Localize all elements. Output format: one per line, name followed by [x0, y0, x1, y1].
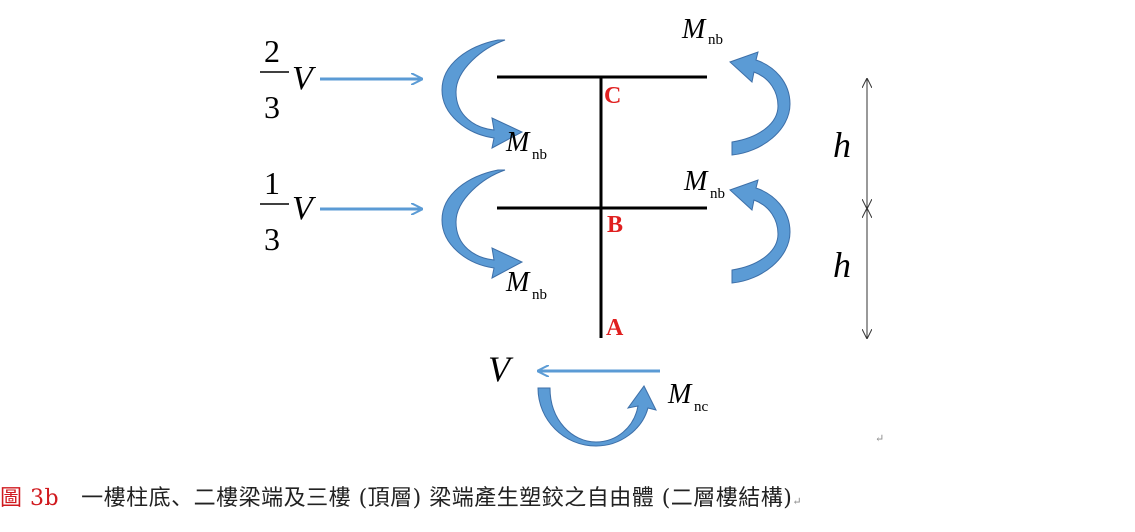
figure-caption-text: 一樓柱底、二樓梁端及三樓 (頂層) 梁端產生塑鉸之自由體 (二層樓結構)	[81, 486, 793, 511]
moment-label-middle-left: M nb	[505, 267, 547, 303]
force-middle-numerator: 1	[264, 165, 280, 201]
paragraph-mark: ↵	[875, 433, 884, 445]
node-label-b: B	[607, 212, 623, 238]
moment-symbol: M	[667, 379, 693, 410]
free-body-diagram: C B A 2 3 V 1 3 V V M nb M	[260, 14, 884, 447]
force-middle-denominator: 3	[264, 221, 280, 257]
frame	[497, 75, 707, 338]
moment-arrow-left-middle	[441, 169, 524, 279]
moment-label-base: M nc	[667, 379, 709, 415]
moment-arrow-base	[537, 385, 657, 447]
moment-subscript: nb	[532, 147, 547, 163]
force-middle-symbol: V	[292, 190, 317, 227]
moment-arrow-right-top	[729, 51, 791, 156]
dimension-label-upper: h	[833, 125, 851, 165]
moment-arrow-right-middle	[729, 179, 791, 284]
force-label-middle: 1 3 V	[260, 165, 317, 257]
figure-label: 圖 3b	[0, 486, 60, 511]
dimension-label-lower: h	[833, 245, 851, 285]
force-label-base: V	[488, 349, 514, 389]
node-label-a: A	[606, 315, 624, 341]
moment-symbol: M	[505, 127, 531, 158]
moment-subscript: nb	[532, 287, 547, 303]
moment-symbol: M	[683, 166, 709, 197]
moment-label-top-left: M nb	[505, 127, 547, 163]
moment-subscript: nb	[708, 32, 723, 48]
caption-end-mark: ↵	[792, 495, 802, 508]
moment-label-middle-right: M nb	[683, 166, 725, 202]
node-label-c: C	[604, 83, 621, 109]
moment-label-top-right: M nb	[681, 14, 723, 48]
moment-arrow-left-top	[441, 39, 524, 149]
figure-caption: 圖 3b 一樓柱底、二樓梁端及三樓 (頂層) 梁端產生塑鉸之自由體 (二層樓結構)…	[0, 480, 1135, 512]
force-top-denominator: 3	[264, 89, 280, 125]
moment-subscript: nc	[694, 399, 709, 415]
force-top-numerator: 2	[264, 33, 280, 69]
force-top-symbol: V	[292, 60, 317, 97]
moment-symbol: M	[681, 14, 707, 45]
moment-symbol: M	[505, 267, 531, 298]
moment-subscript: nb	[710, 186, 725, 202]
force-label-top: 2 3 V	[260, 33, 317, 125]
